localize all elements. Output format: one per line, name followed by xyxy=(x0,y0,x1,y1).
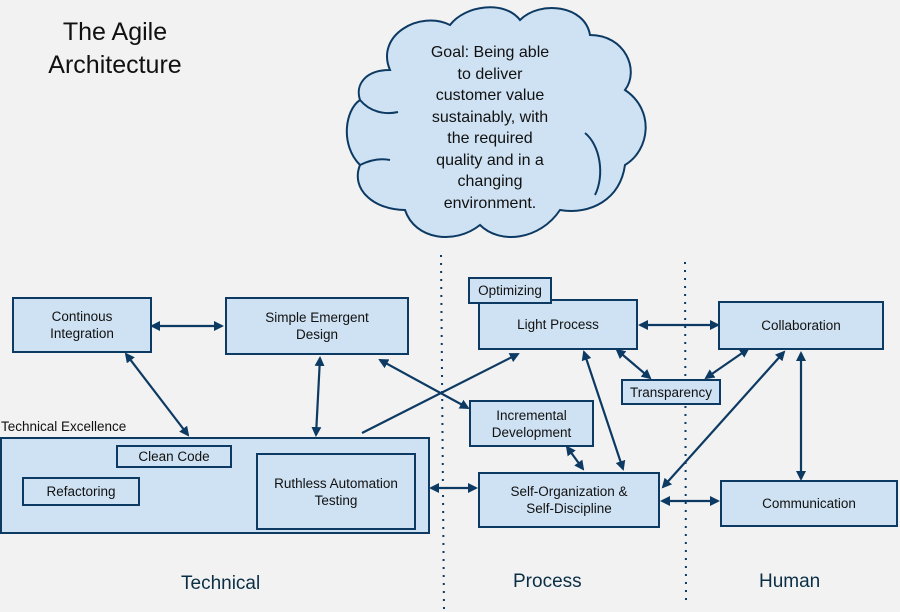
node-optimizing[interactable]: Optimizing xyxy=(468,277,552,304)
goal-line: the required xyxy=(447,130,533,147)
node-refactoring[interactable]: Refactoring xyxy=(22,477,140,506)
node-collaboration[interactable]: Collaboration xyxy=(718,301,884,350)
separator-process-human xyxy=(684,261,687,601)
node-label: Transparency xyxy=(629,384,713,400)
arrow-sed-incremental xyxy=(378,359,470,409)
node-self-organization[interactable]: Self-Organization & Self-Discipline xyxy=(478,472,660,528)
node-label: Light Process xyxy=(517,317,599,332)
node-label: Continous xyxy=(51,309,113,324)
arrow-incremental-selforg xyxy=(565,445,585,471)
node-label: Communication xyxy=(762,496,856,511)
arrow-collab-selforg xyxy=(661,350,786,489)
node-label: Self-Organization & xyxy=(510,484,628,499)
arrow-lp-transparency xyxy=(615,348,652,380)
node-label: Simple Emergent xyxy=(265,310,369,325)
node-communication[interactable]: Communication xyxy=(720,480,898,527)
arrow-ci-te xyxy=(124,352,190,437)
node-light-process[interactable]: Light Process xyxy=(478,299,638,350)
arrow-collab-transparency xyxy=(704,347,750,380)
node-label: Optimizing xyxy=(478,283,542,298)
separator-technical-process xyxy=(440,254,445,612)
page-title: The Agile Architecture xyxy=(40,16,190,82)
arrow-te-lightprocess xyxy=(361,353,520,434)
node-clean-code[interactable]: Clean Code xyxy=(116,445,232,468)
node-label: Development xyxy=(491,424,572,440)
goal-line: quality and in a xyxy=(436,151,544,169)
goal-line: environment. xyxy=(443,194,537,212)
node-label: Collaboration xyxy=(761,318,841,333)
arrow-lp-selforg xyxy=(581,350,626,471)
goal-line: to deliver xyxy=(457,65,523,83)
node-label: Clean Code xyxy=(138,449,210,464)
node-label: Integration xyxy=(50,326,114,341)
column-label-human: Human xyxy=(759,571,821,592)
goal-line: changing xyxy=(457,173,523,190)
goal-line: customer value xyxy=(435,87,545,104)
column-label-technical: Technical xyxy=(181,573,261,594)
node-label: Testing xyxy=(314,492,358,508)
goal-line: sustainably, with xyxy=(431,108,549,126)
goal-line: Goal: Being able xyxy=(430,44,550,61)
title-line-1: The Agile xyxy=(62,18,168,46)
node-label: Ruthless Automation xyxy=(274,475,398,491)
title-line-2: Architecture xyxy=(48,51,182,79)
node-label: Incremental xyxy=(496,407,567,423)
group-label-technical-excellence: Technical Excellence xyxy=(1,419,127,434)
arrow-sed-te xyxy=(311,356,325,437)
node-label: Design xyxy=(295,327,338,342)
goal-text: Goal: Being able to deliver customer val… xyxy=(400,42,580,214)
goal-cloud xyxy=(345,6,647,238)
node-transparency[interactable]: Transparency xyxy=(621,379,721,405)
column-label-process: Process xyxy=(513,571,582,592)
node-label: Self-Discipline xyxy=(526,501,612,516)
node-label: Refactoring xyxy=(46,484,116,499)
